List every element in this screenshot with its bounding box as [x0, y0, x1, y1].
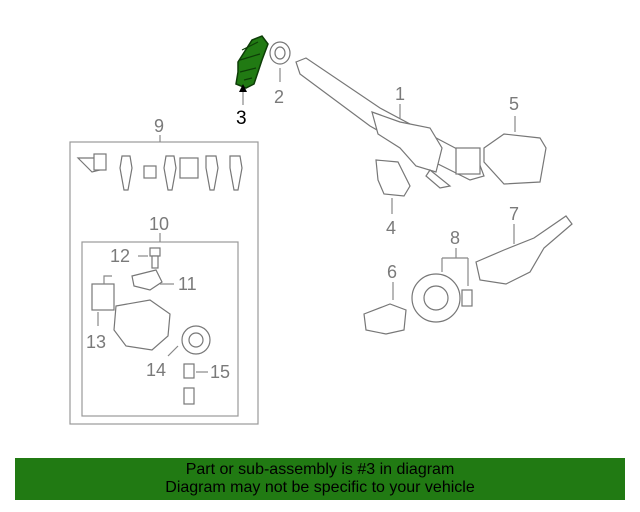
callout-8: 8	[450, 228, 460, 248]
part-8-clock-spring[interactable]	[411, 273, 473, 323]
part-9-kit-box	[69, 141, 259, 425]
part-5-cover[interactable]	[483, 133, 547, 185]
callout-7: 7	[509, 204, 519, 224]
callout-2: 2	[274, 87, 284, 107]
callout-4: 4	[386, 218, 396, 238]
callout-13: 13	[86, 332, 106, 352]
part-15-pin[interactable]	[183, 363, 195, 405]
callout-14: 14	[146, 360, 166, 380]
parts-diagram: 3 2 1 4 5 9 10	[69, 35, 573, 425]
callout-6: 6	[387, 262, 397, 282]
banner-line-1: Part or sub-assembly is #3 in diagram	[185, 461, 455, 478]
callout-10: 10	[149, 214, 169, 234]
banner-line-2: Diagram may not be specific to your vehi…	[165, 479, 475, 496]
part-14-ring[interactable]	[181, 325, 211, 355]
part-3-intermediate-shaft[interactable]	[235, 35, 269, 89]
key-set	[76, 153, 243, 191]
part-2-seal[interactable]	[269, 41, 291, 65]
callout-12: 12	[110, 246, 130, 266]
part-1-steering-column[interactable]	[295, 57, 485, 189]
callout-3: 3	[236, 108, 247, 129]
callout-14-arrow	[167, 345, 179, 357]
callout-3-arrowhead	[239, 84, 247, 92]
part-13-switch[interactable]	[91, 275, 115, 311]
callout-9: 9	[154, 116, 164, 136]
callout-1: 1	[395, 84, 405, 104]
part-11-clamp[interactable]	[131, 269, 163, 291]
part-12-screw[interactable]	[149, 247, 161, 269]
callout-15: 15	[210, 362, 230, 382]
part-6-switch[interactable]	[363, 303, 407, 335]
part-4-bracket[interactable]	[375, 159, 411, 197]
callout-5: 5	[509, 94, 519, 114]
info-banner: Part or sub-assembly is #3 in diagram Di…	[15, 458, 625, 500]
callout-11: 11	[178, 274, 197, 294]
lock-housing	[113, 299, 171, 351]
part-7-combination-switch[interactable]	[475, 215, 573, 285]
